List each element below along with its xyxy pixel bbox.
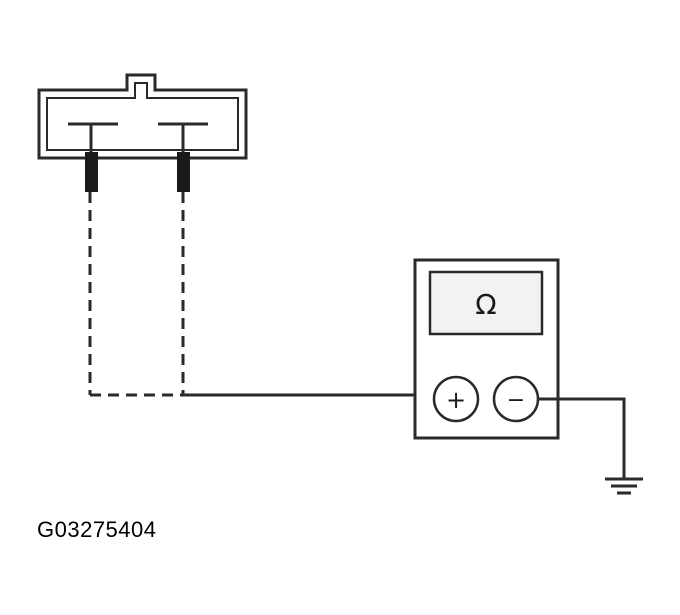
multimeter-display [428,270,544,336]
ohm-symbol: Ω [475,288,496,321]
connector-inner-outline [46,82,239,151]
negative-terminal-label: − [507,388,525,413]
connector [37,73,248,160]
positive-terminal [432,375,480,423]
multimeter: Ω + − [413,258,560,440]
ground-icon [605,477,643,495]
probe-b [177,152,190,192]
wire-to-ground [538,397,626,478]
positive-terminal-label: + [446,386,466,414]
dashed-leads [88,192,185,397]
figure-id-label: G03275404 [37,517,157,542]
probe-a [85,152,98,192]
connector-housing [37,73,248,160]
